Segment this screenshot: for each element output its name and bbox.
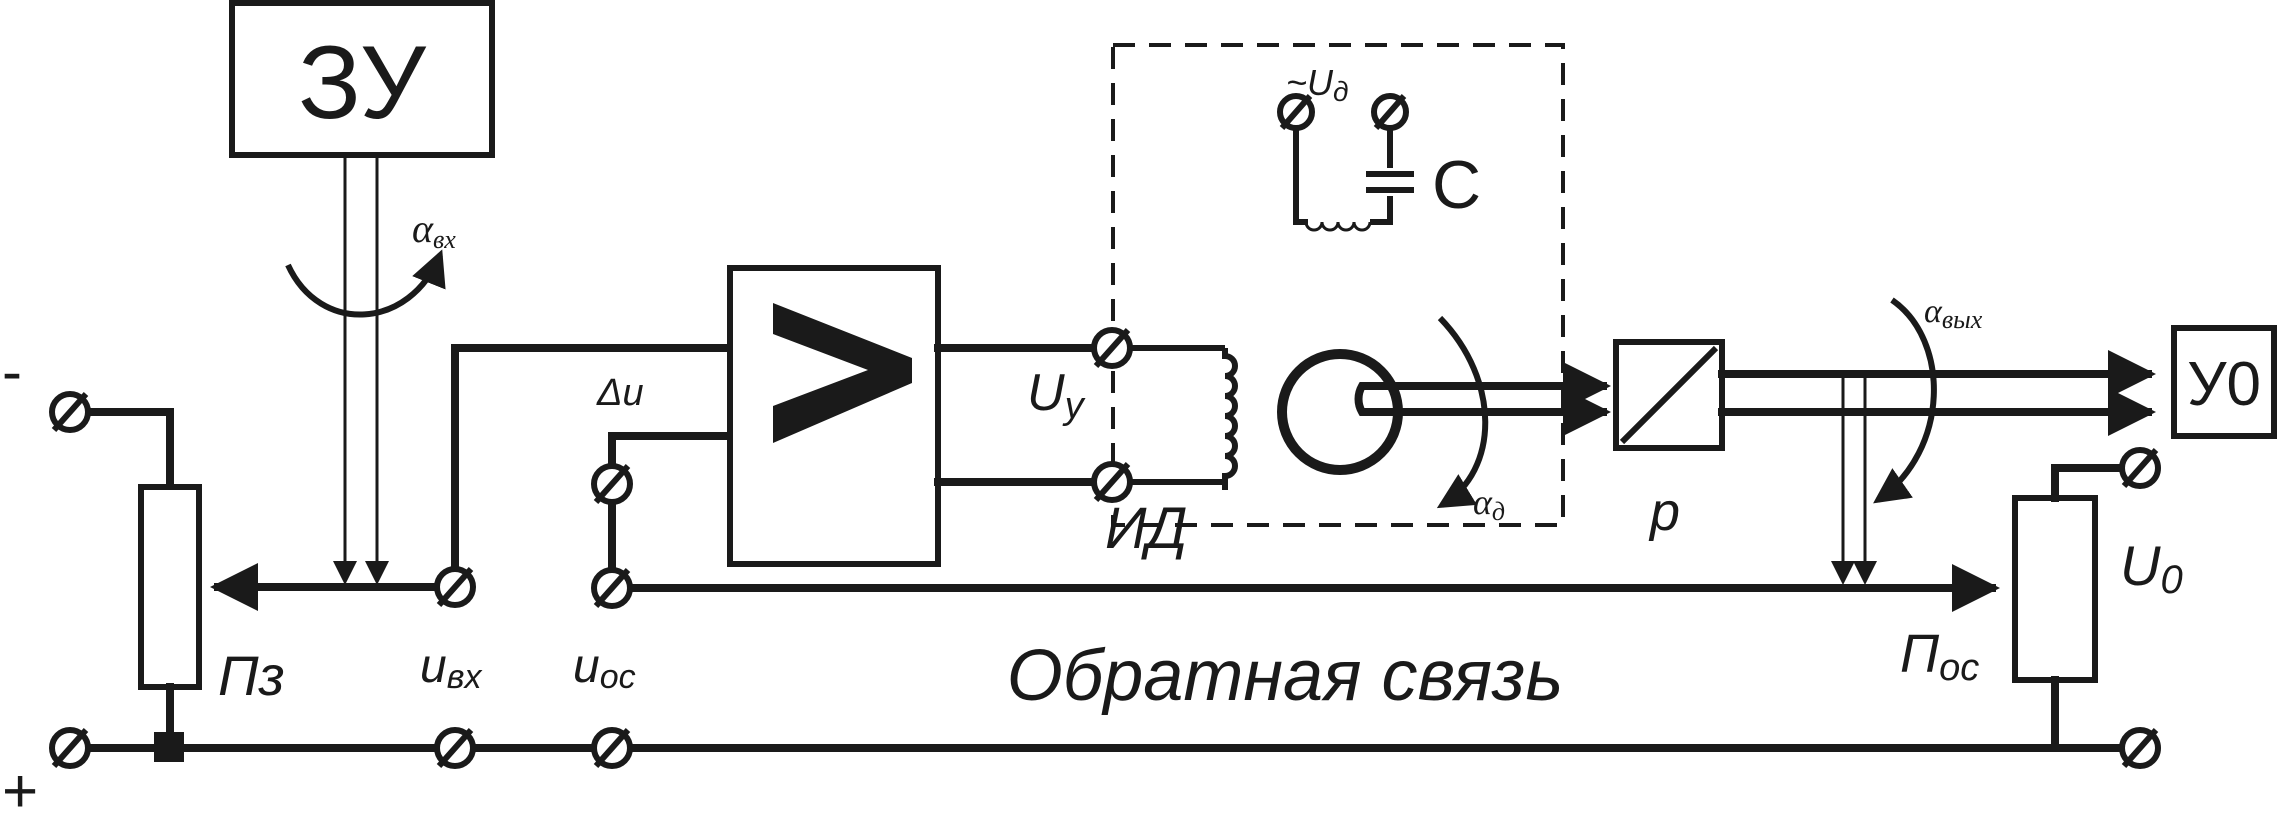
terminal-u-in-bottom xyxy=(434,727,476,769)
excitation-winding xyxy=(1304,221,1372,232)
yo-block xyxy=(2171,325,2277,439)
reducer-diagonal xyxy=(1619,345,1719,445)
terminal-excitation-left xyxy=(1277,93,1315,131)
excitation-wire-right xyxy=(1370,196,1393,225)
control-winding xyxy=(1222,348,1238,490)
terminal-u-y-lower xyxy=(1091,461,1133,503)
u-y-label: Uу xyxy=(1027,364,1086,427)
excitation-wire-left xyxy=(1293,128,1308,225)
alpha-out-rotation-arrow xyxy=(1873,297,1937,504)
feedback-potentiometer xyxy=(2012,495,2098,683)
u-in-wire xyxy=(451,344,734,589)
alpha-in-rotation-arrow xyxy=(285,249,446,318)
alpha-in-label: αвх xyxy=(412,206,456,254)
alpha-d-rotation-arrow xyxy=(1436,315,1489,509)
u-fb-label: uос xyxy=(573,640,636,696)
alpha-out-label: αвых xyxy=(1924,293,1983,334)
terminal-delta-u xyxy=(591,463,633,505)
delta-u-label: Δu xyxy=(596,372,644,414)
terminal-excitation-right xyxy=(1371,93,1409,131)
minus-label: - xyxy=(2,338,22,405)
yo-label: У0 xyxy=(2187,350,2261,419)
plus-label: + xyxy=(2,757,38,826)
terminal-u-y-upper xyxy=(1091,327,1133,369)
u0-label: U0 xyxy=(2120,534,2183,602)
motor-shaft xyxy=(1354,382,1604,416)
minus-wire xyxy=(56,408,174,492)
u-in-label: uвх xyxy=(420,640,482,696)
terminal-u-fb-bottom xyxy=(591,727,633,769)
zu-label: ЗУ xyxy=(298,25,427,141)
pz-label: Пз xyxy=(218,644,285,707)
motor-label: ИД xyxy=(1105,496,1187,561)
motor-enclosure xyxy=(1111,43,1565,527)
terminal-rail-right xyxy=(2119,727,2161,769)
capacitor-label: С xyxy=(1432,147,1481,223)
input-potentiometer xyxy=(138,484,202,690)
amplifier-symbol xyxy=(773,303,912,443)
reducer-label: р xyxy=(1648,482,1680,542)
terminal-minus xyxy=(49,391,91,433)
terminal-u-fb xyxy=(591,567,633,609)
terminal-plus xyxy=(49,727,91,769)
terminal-u0 xyxy=(2119,447,2161,489)
terminal-u-in xyxy=(434,566,476,608)
u0-wire xyxy=(2051,464,2136,502)
feedback-caption: Обратная связь xyxy=(1007,636,1564,716)
zu-block xyxy=(229,0,495,158)
alpha-d-label: αд xyxy=(1473,482,1505,526)
p-fb-label: Пос xyxy=(1900,624,1979,689)
